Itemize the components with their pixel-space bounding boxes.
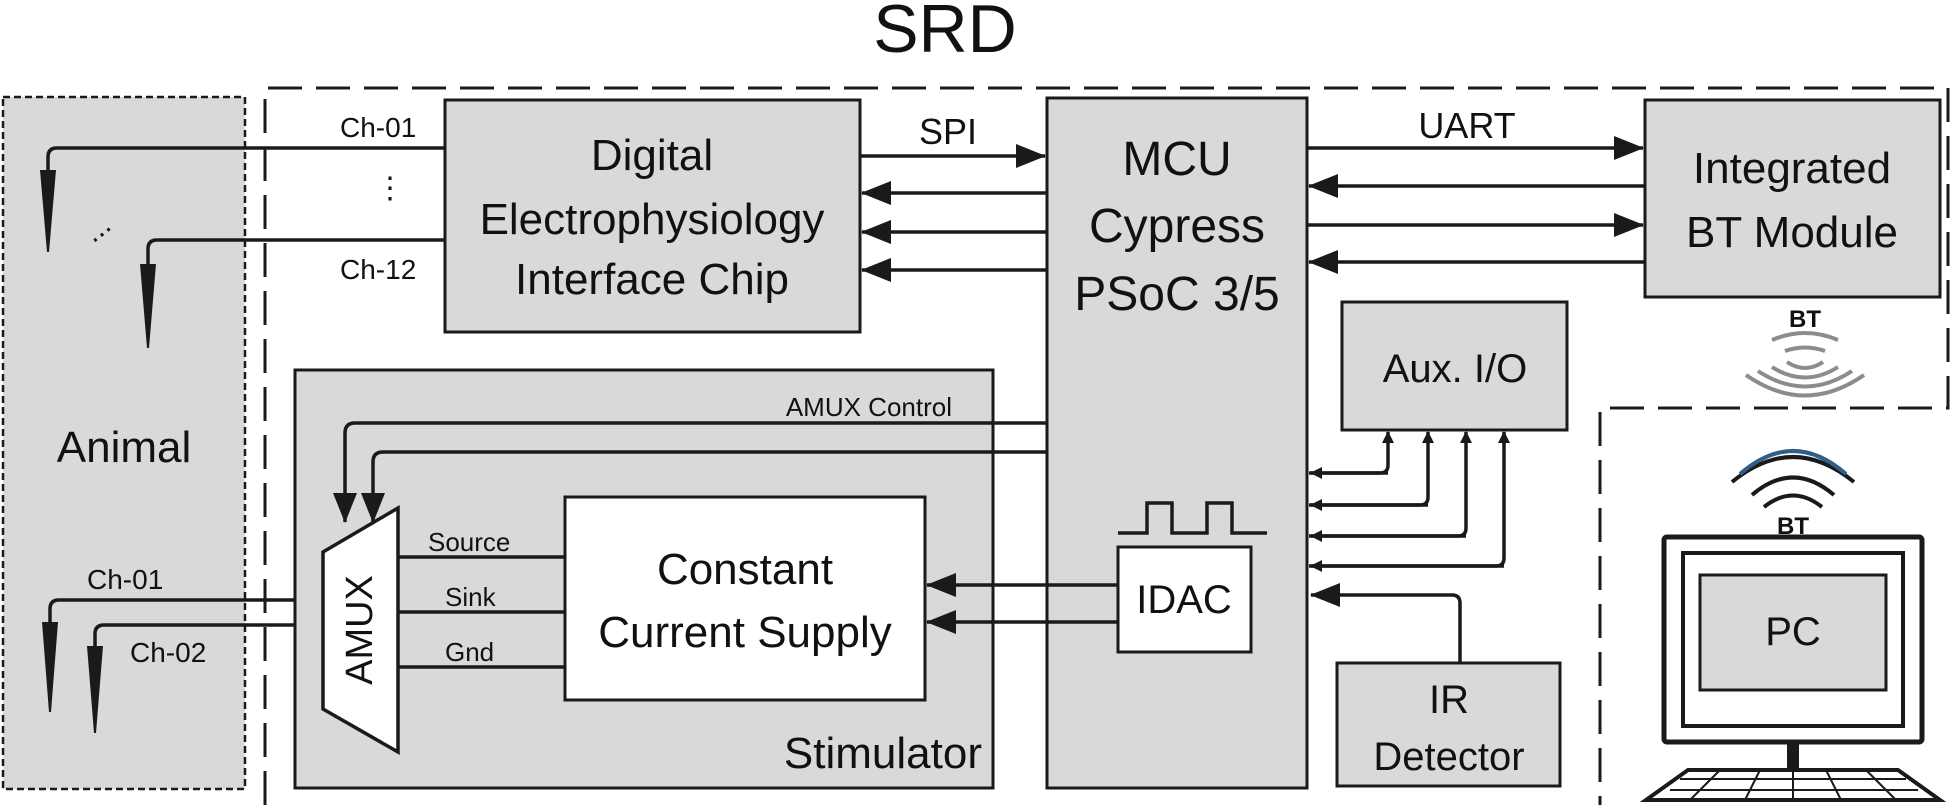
- channel-label-top-first: Ch-01: [340, 112, 416, 143]
- ir-detector-line2: Detector: [1373, 735, 1524, 779]
- device-bt-signal-icon: BT: [1744, 306, 1866, 398]
- uart-label: UART: [1418, 105, 1515, 146]
- pc-bt-badge: BT: [1777, 513, 1809, 540]
- ir-detector-line1: IR: [1429, 678, 1469, 722]
- idac-label: IDAC: [1136, 578, 1232, 622]
- current-supply-line2: Current Supply: [598, 608, 891, 657]
- ir-detector-block: [1335, 661, 1562, 788]
- channel-label-bottom-second: Ch-02: [130, 637, 206, 668]
- electrode-bottom-1: [42, 598, 323, 712]
- spi-arrows: [860, 144, 1047, 282]
- electrode-bottom-2: [87, 623, 323, 733]
- bt-module-line1: Integrated: [1693, 144, 1891, 193]
- amux-control-label: AMUX Control: [786, 392, 952, 422]
- gnd-label: Gnd: [445, 637, 494, 667]
- diagram-title: SRD: [873, 0, 1017, 67]
- aux-io-block: [1340, 300, 1569, 432]
- idac-block: [1116, 545, 1253, 654]
- digital-interface-chip: [443, 98, 862, 334]
- aux-io-connections: [1309, 431, 1510, 572]
- animal-region: [1, 95, 247, 791]
- sink-label: Sink: [445, 582, 497, 612]
- uart-arrows: [1307, 136, 1645, 274]
- stimulator-label: Stimulator: [784, 729, 982, 778]
- channel-label-top-last: Ch-12: [340, 254, 416, 285]
- device-bt-badge: BT: [1789, 306, 1821, 333]
- spi-label: SPI: [919, 111, 977, 152]
- digital-chip-line1: Digital: [591, 131, 713, 180]
- amux-control-lines: [333, 421, 1047, 523]
- ir-detector-arrow: [1310, 583, 1462, 663]
- electrode-top-1: [40, 146, 445, 252]
- mcu-line3: PSoC 3/5: [1074, 268, 1279, 321]
- channel-ellipsis: ⋮: [375, 172, 405, 205]
- digital-chip-line3: Interface Chip: [515, 255, 789, 304]
- animal-label: Animal: [57, 423, 192, 472]
- supply-lines: [398, 555, 565, 669]
- electrode-top-12: [140, 238, 445, 348]
- constant-current-supply: [563, 495, 927, 702]
- amux-block: [321, 504, 400, 756]
- aux-io-label: Aux. I/O: [1383, 347, 1528, 391]
- current-supply-line1: Constant: [657, 545, 833, 594]
- mcu-line2: Cypress: [1089, 200, 1265, 253]
- pc-icon: [1639, 534, 1947, 802]
- mcu-block: [1045, 96, 1309, 790]
- pulse-waveform-icon: [1118, 501, 1267, 535]
- source-label: Source: [428, 527, 510, 557]
- integrated-bt-module: [1643, 98, 1942, 299]
- srd-boundary: [263, 86, 1950, 805]
- amux-label: AMUX: [339, 575, 381, 685]
- idac-to-supply-arrows: [926, 573, 1118, 634]
- digital-chip-line2: Electrophysiology: [480, 195, 825, 244]
- pc-label: PC: [1765, 610, 1821, 654]
- pc-bt-signal-icon: BT: [1730, 449, 1856, 540]
- mcu-line1: MCU: [1122, 133, 1231, 186]
- channel-label-bottom-first: Ch-01: [87, 564, 163, 595]
- bt-module-line2: BT Module: [1686, 208, 1898, 257]
